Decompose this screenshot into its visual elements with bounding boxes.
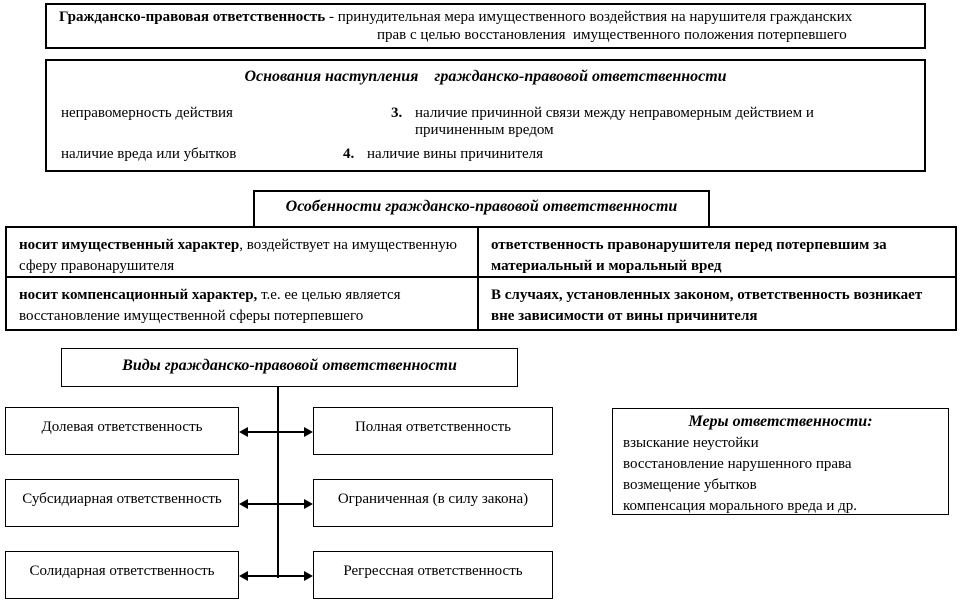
- double-arrow-row3: [239, 571, 313, 581]
- measure-item: восстановление нарушенного права: [623, 456, 852, 472]
- definition-line1: Гражданско-правовая ответственность - пр…: [47, 5, 924, 26]
- grounds-item-3-number: 3.: [391, 105, 403, 121]
- types-title: Виды гражданско-правовой ответственности: [61, 348, 518, 387]
- type-box-dolevaya: Долевая ответственность: [5, 407, 239, 455]
- grounds-item-4: 4. наличие вины причинителя: [343, 146, 543, 163]
- features-cell-4: В случаях, установленных законом, ответс…: [479, 278, 955, 329]
- grounds-item-4-text: наличие вины причинителя: [367, 146, 544, 162]
- definition-box: Гражданско-правовая ответственность - пр…: [45, 3, 926, 49]
- double-arrow-row2: [239, 499, 313, 509]
- type-box-solidarnaya: Солидарная ответственность: [5, 551, 239, 599]
- double-arrow-row1: [239, 427, 313, 437]
- grounds-item-3: 3. наличие причинной связи между неправо…: [391, 105, 877, 139]
- features-table: носит имущественный характер, воздейству…: [5, 226, 957, 331]
- arrow-shaft: [245, 503, 307, 505]
- grounds-item-2: наличие вреда или убытков: [61, 146, 237, 162]
- grounds-box: Основания наступления гражданско-правово…: [45, 59, 926, 172]
- definition-text-part1: - принудительная мера имущественного воз…: [325, 9, 853, 25]
- features-cell-1: носит имущественный характер, воздейству…: [7, 228, 479, 278]
- definition-text-part2: прав с целью восстановления имущественно…: [377, 27, 847, 43]
- grounds-item-4-number: 4.: [343, 146, 355, 162]
- type-box-polnaya: Полная ответственность: [313, 407, 553, 455]
- measures-box: Меры ответственности: взыскание неустойк…: [612, 408, 949, 515]
- features-cell-2-bold: ответственность правонарушителя перед по…: [491, 237, 887, 274]
- measures-title: Меры ответственности:: [688, 413, 873, 430]
- type-box-regressnaya: Регрессная ответственность: [313, 551, 553, 599]
- features-cell-3: носит компенсационный характер, т.е. ее …: [7, 278, 479, 329]
- features-cell-1-bold: носит имущественный характер: [19, 237, 240, 253]
- arrow-shaft: [245, 575, 307, 577]
- grounds-title: Основания наступления гражданско-правово…: [244, 68, 727, 85]
- definition-term: Гражданско-правовая ответственность: [59, 9, 326, 25]
- type-box-subsidiarnaya: Субсидиарная ответственность: [5, 479, 239, 527]
- measure-item: возмещение убытков: [623, 477, 757, 493]
- features-cell-3-bold: носит компенсационный характер,: [19, 287, 258, 303]
- features-cell-1-rest: , воздействует на имущественную сферу пр…: [19, 237, 457, 274]
- measure-item: компенсация морального вреда и др.: [623, 498, 858, 514]
- connector-vline: [277, 387, 279, 578]
- grounds-item-1: неправомерность действия: [61, 105, 233, 121]
- type-box-ogranichennaya: Ограниченная (в силу закона): [313, 479, 553, 527]
- features-cell-4-bold: В случаях, установленных законом, ответс…: [491, 287, 923, 324]
- features-title: Особенности гражданско-правовой ответств…: [253, 190, 710, 228]
- grounds-item-3-text: наличие причинной связи между неправомер…: [415, 105, 814, 138]
- arrow-shaft: [245, 431, 307, 433]
- features-cell-2: ответственность правонарушителя перед по…: [479, 228, 955, 278]
- measure-item: взыскание неустойки: [623, 435, 759, 451]
- features-cell-3-rest: т.е. ее целью является восстановление им…: [19, 287, 401, 324]
- measures-list: взыскание неустойки восстановление наруш…: [613, 433, 948, 517]
